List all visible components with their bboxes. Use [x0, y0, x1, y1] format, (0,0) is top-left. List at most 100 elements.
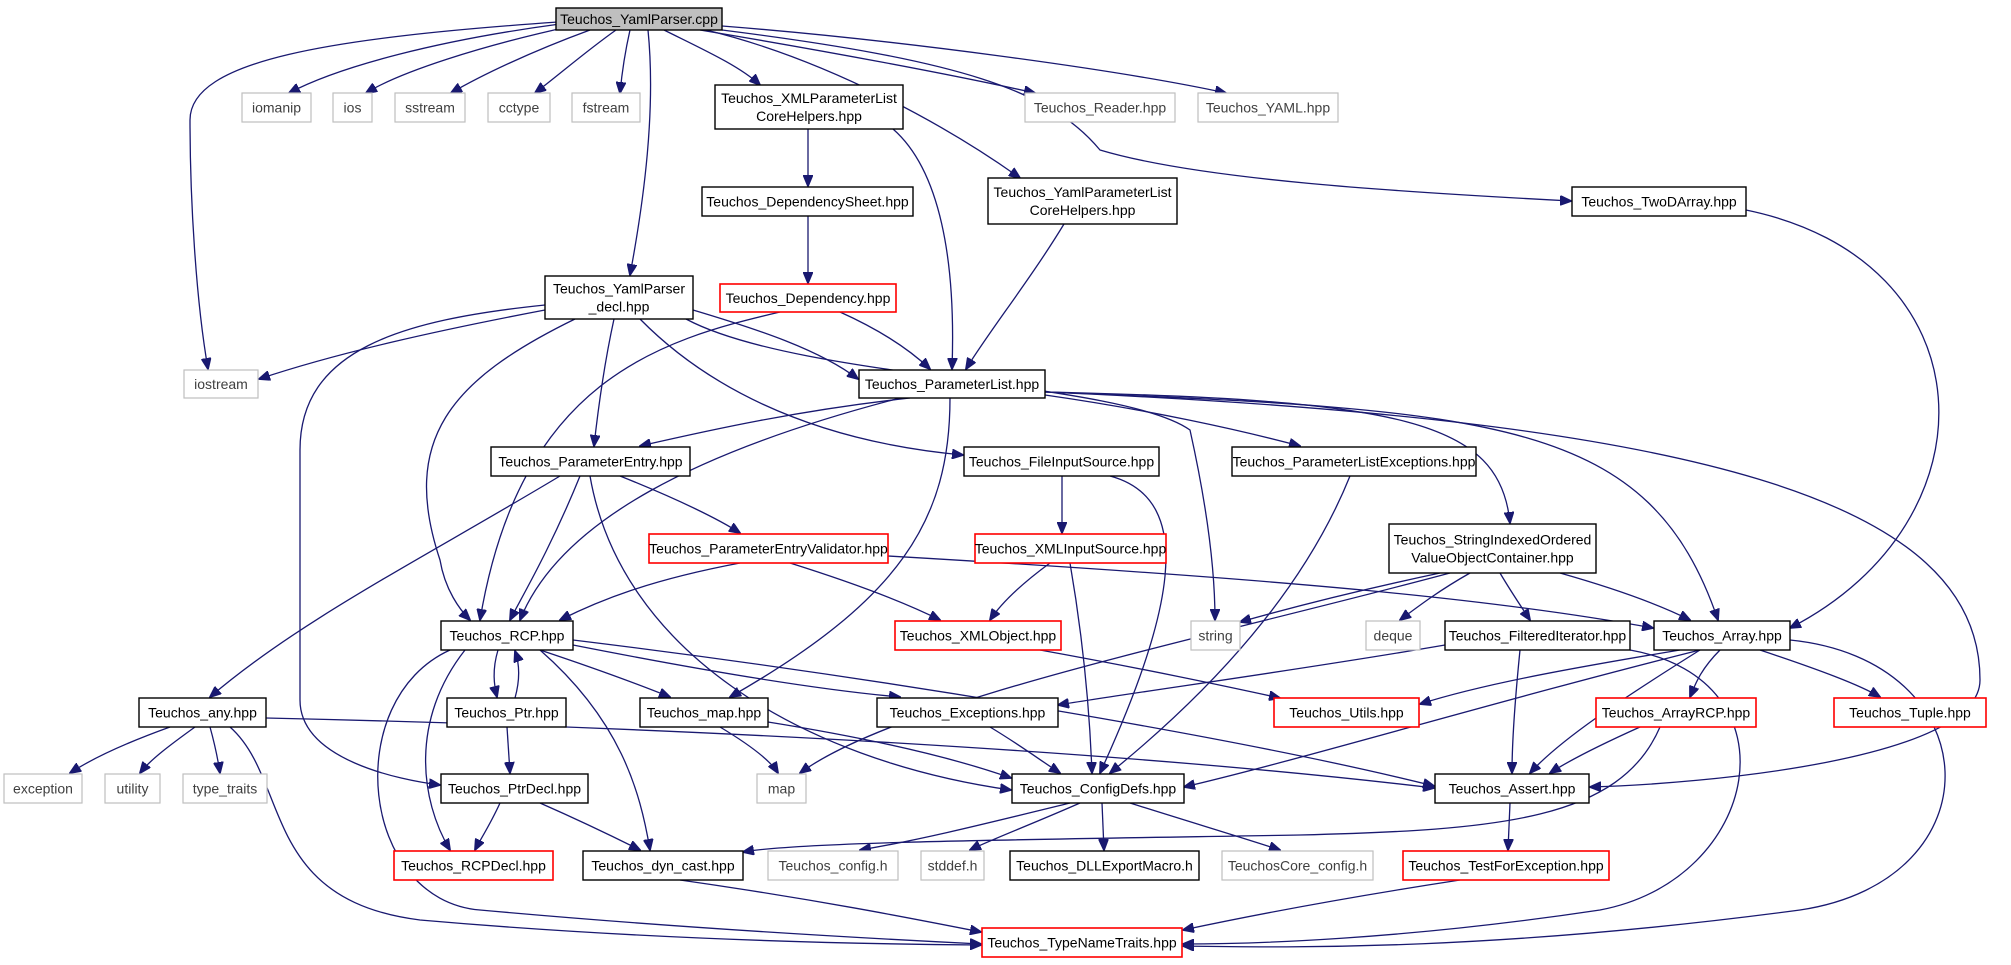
node-exception[interactable]: exception [3, 773, 83, 804]
node-box [1011, 773, 1185, 804]
node-label: Teuchos_YamlParser [553, 281, 685, 297]
node-depsheet[interactable]: Teuchos_DependencySheet.hpp [701, 186, 914, 217]
node-box [487, 92, 551, 123]
node-ptrdecl[interactable]: Teuchos_PtrDecl.hpp [440, 773, 589, 804]
edge-any-to-utility [140, 726, 196, 773]
node-box [963, 446, 1160, 477]
edge-paramlist-to-plexc [1044, 394, 1300, 446]
node-typename[interactable]: Teuchos_TypeNameTraits.hpp [981, 927, 1183, 958]
node-label: Teuchos_ParameterList.hpp [865, 376, 1040, 392]
edge-rcp-to-map [539, 649, 670, 697]
node-deque[interactable]: deque [1365, 620, 1421, 651]
node-stddef[interactable]: stddef.h [920, 850, 985, 881]
node-configdefs[interactable]: Teuchos_ConfigDefs.hpp [1011, 773, 1185, 804]
node-dllexport[interactable]: Teuchos_DLLExportMacro.h [1009, 850, 1200, 881]
edge-rcp-to-dyncast [539, 649, 650, 850]
node-xmlinput[interactable]: Teuchos_XMLInputSource.hpp [974, 533, 1167, 564]
node-label: Teuchos_DependencySheet.hpp [706, 194, 909, 210]
node-paramlist[interactable]: Teuchos_ParameterList.hpp [858, 369, 1046, 399]
node-label: Teuchos_dyn_cast.hpp [591, 858, 734, 874]
edge-paramentry-to-any [210, 475, 561, 697]
node-twod[interactable]: Teuchos_TwoDArray.hpp [1571, 186, 1747, 217]
node-box [544, 275, 694, 320]
node-label: Teuchos_Reader.hpp [1034, 100, 1167, 116]
node-box [1402, 850, 1610, 881]
edge-configdefs-to-config_h [860, 802, 1071, 850]
node-string[interactable]: string [1190, 620, 1241, 651]
node-cctype[interactable]: cctype [487, 92, 551, 123]
edge-yamldecl-to-iostream [259, 309, 546, 379]
node-box [756, 773, 807, 804]
node-reader[interactable]: Teuchos_Reader.hpp [1024, 92, 1176, 123]
node-fileinput[interactable]: Teuchos_FileInputSource.hpp [963, 446, 1160, 477]
node-sioc[interactable]: Teuchos_StringIndexedOrderedValueObjectC… [1388, 523, 1597, 574]
node-mapstd[interactable]: map [756, 773, 807, 804]
node-plexc[interactable]: Teuchos_ParameterListExceptions.hpp [1231, 446, 1477, 477]
edge-xmlobject-to-utils [1039, 649, 1280, 698]
node-utils[interactable]: Teuchos_Utils.hpp [1273, 697, 1420, 728]
node-tuple[interactable]: Teuchos_Tuple.hpp [1833, 697, 1987, 728]
node-dyncast[interactable]: Teuchos_dyn_cast.hpp [582, 850, 744, 881]
node-label: Teuchos_RCP.hpp [450, 628, 565, 644]
edge-root-to-sstream [451, 29, 591, 93]
edge-array-to-tuple [1759, 649, 1880, 697]
node-box [1434, 773, 1590, 804]
node-box [858, 369, 1046, 399]
node-box [183, 369, 259, 399]
node-ptr[interactable]: Teuchos_Ptr.hpp [446, 697, 567, 728]
node-box [3, 773, 83, 804]
node-label: Teuchos_ParameterEntryValidator.hpp [649, 541, 888, 557]
node-config_h[interactable]: Teuchos_config.h [767, 850, 899, 881]
node-box [719, 283, 897, 313]
node-fstream[interactable]: fstream [571, 92, 641, 123]
node-exceptions[interactable]: Teuchos_Exceptions.hpp [876, 697, 1059, 728]
node-iomanip[interactable]: iomanip [241, 92, 312, 123]
edge-xmlinput-to-xmlobject [990, 562, 1051, 620]
edge-root-to-yaml [721, 25, 1226, 93]
node-xmlobject[interactable]: Teuchos_XMLObject.hpp [894, 620, 1062, 651]
node-box [1595, 697, 1757, 728]
node-any[interactable]: Teuchos_any.hpp [138, 697, 267, 728]
node-pev[interactable]: Teuchos_ParameterEntryValidator.hpp [648, 533, 889, 564]
node-iostream[interactable]: iostream [183, 369, 259, 399]
node-type_traits[interactable]: type_traits [182, 773, 268, 804]
node-box [393, 850, 554, 881]
node-rcp[interactable]: Teuchos_RCP.hpp [440, 620, 574, 651]
node-filtered[interactable]: Teuchos_FilteredIterator.hpp [1444, 620, 1631, 651]
edge-sioc-to-mapstd [800, 572, 1451, 773]
edge-arrayrcp-to-assert [1550, 726, 1641, 773]
node-root[interactable]: Teuchos_YamlParser.cpp [555, 7, 723, 31]
node-array[interactable]: Teuchos_Array.hpp [1653, 620, 1791, 651]
node-sstream[interactable]: sstream [394, 92, 466, 123]
node-assert[interactable]: Teuchos_Assert.hpp [1434, 773, 1590, 804]
node-box [1388, 523, 1597, 574]
node-coreconfig[interactable]: TeuchosCore_config.h [1221, 850, 1374, 881]
node-label: iomanip [252, 100, 301, 116]
node-label: Teuchos_YamlParser.cpp [560, 11, 718, 27]
node-dependency[interactable]: Teuchos_Dependency.hpp [719, 283, 897, 313]
node-testforexc[interactable]: Teuchos_TestForException.hpp [1402, 850, 1610, 881]
edge-yamlcore-to-paramlist [966, 223, 1065, 369]
edge-dependency-to-paramlist [839, 311, 930, 369]
node-label: Teuchos_Dependency.hpp [726, 290, 891, 306]
node-yaml[interactable]: Teuchos_YAML.hpp [1197, 92, 1339, 123]
edge-ptrdecl-to-rcpdecl [475, 802, 501, 850]
node-map[interactable]: Teuchos_map.hpp [639, 697, 769, 728]
node-rcpdecl[interactable]: Teuchos_RCPDecl.hpp [393, 850, 554, 881]
node-label: fstream [583, 100, 630, 116]
node-yamldecl[interactable]: Teuchos_YamlParser_decl.hpp [544, 275, 694, 320]
node-box [894, 620, 1062, 651]
node-label: cctype [499, 100, 540, 116]
edge-map-to-mapstd [719, 726, 778, 773]
node-utility[interactable]: utility [104, 773, 161, 804]
node-label: Teuchos_FilteredIterator.hpp [1449, 628, 1627, 644]
node-box [1571, 186, 1747, 217]
node-box [648, 533, 889, 564]
edge-configdefs-to-stddef [970, 802, 1081, 850]
node-arrayrcp[interactable]: Teuchos_ArrayRCP.hpp [1595, 697, 1757, 728]
node-ios[interactable]: ios [332, 92, 373, 123]
node-paramentry[interactable]: Teuchos_ParameterEntry.hpp [490, 446, 691, 477]
edge-plexc-to-configdefs [1110, 475, 1351, 773]
